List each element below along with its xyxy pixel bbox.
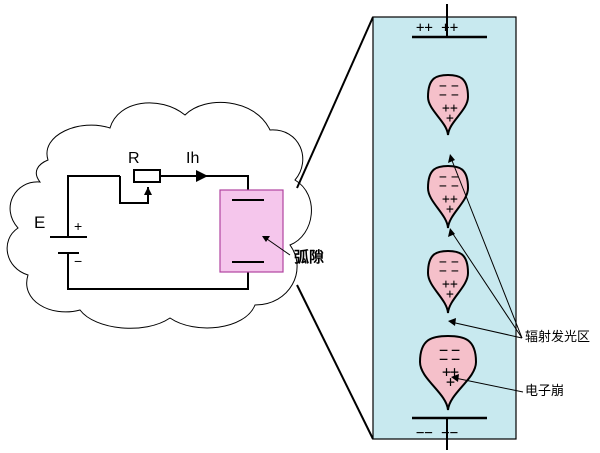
avalanche-label: 电子崩 [525,383,564,398]
ion-mark: + [442,192,450,207]
electron-mark: − [451,341,460,359]
ion-mark: + [450,101,458,116]
avalanche-pointer-icon [451,374,459,382]
gap-pointer-line [266,238,291,256]
avalanche-drop [426,249,470,314]
electron-mark: − [451,179,459,194]
ion-mark: + [442,277,450,292]
avalanche-drop [426,164,470,229]
electron-mark: − [439,170,447,185]
electron-mark: − [451,264,459,279]
avalanche-drop [418,334,478,411]
electron-mark: − [439,350,448,368]
electron-mark: − [439,79,447,94]
ion-mark: + [450,277,458,292]
avalanche-pointer-line [454,377,524,393]
arrow-up-icon [144,187,152,195]
ion-mark: + [446,111,454,126]
ion-mark: + [446,373,455,391]
electron-mark: − [439,264,447,279]
electron-mark: − [439,341,448,359]
electron-mark: − [439,255,447,270]
battery [50,236,87,254]
gap-box [219,189,284,273]
battery-plus: + [74,218,82,234]
radiation-label: 辐射发光区 [525,329,590,344]
avalanche-drop [426,73,470,136]
current-arrow-icon [196,170,208,182]
zoom-line-bottom [296,284,374,440]
electron-mark: − [439,88,447,103]
resistor [133,169,161,183]
battery-minus: − [74,253,82,269]
electron-mark: − [451,255,459,270]
gap-pointer-icon [262,236,270,242]
radiation-pointers [450,157,523,339]
ion-mark: + [446,287,454,302]
resistor-label: R [128,150,140,167]
electron-mark: − [451,170,459,185]
current-label: Ih [186,150,199,167]
ion-mark: + [442,101,450,116]
avalanche-group: −−−−+++−−−−+++−−−−+++−−−−+++ [418,73,478,411]
ion-mark: + [446,202,454,217]
battery-label: E [34,213,45,232]
electron-mark: − [451,79,459,94]
top-electrode-charges: ++ ++ [416,20,458,36]
radiation-pointer-icon-2 [448,228,455,237]
electron-mark: − [451,88,459,103]
radiation-pointer-icon-3 [448,318,456,326]
ion-mark: + [450,192,458,207]
electron-mark: − [451,350,460,368]
ion-mark: + [442,363,451,381]
radiation-pointer-icon-1 [448,154,455,163]
ion-mark: + [450,363,459,381]
gap-label: 弧隙 [294,248,324,266]
zoom-line-top [296,16,374,189]
electron-mark: − [439,179,447,194]
bottom-electrode-charges: −− −− [416,425,458,441]
